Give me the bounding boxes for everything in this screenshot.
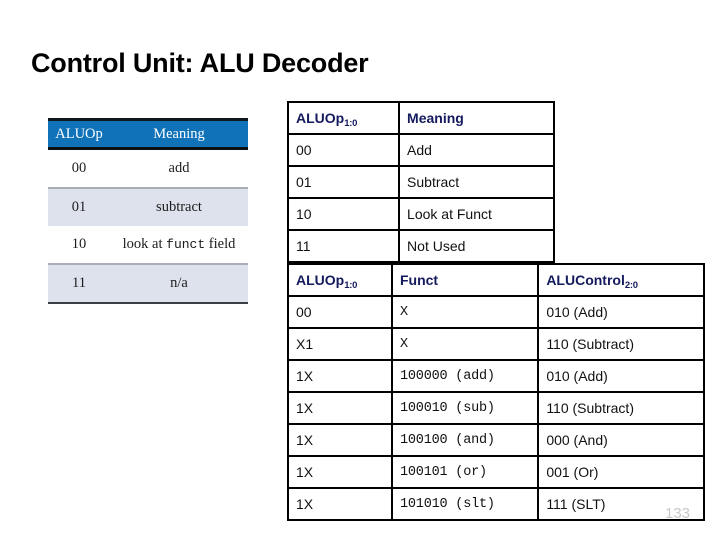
table-row: 00 Add (286, 133, 555, 167)
aluop-meaning-table-body: 00 Add 01 Subtract 10 Look at Funct 11 N… (286, 133, 555, 263)
aluop-meaning-table-head: ALUOp1:0 Meaning (286, 101, 555, 135)
cell-funct: X (390, 327, 540, 361)
figure-cell-meaning: n/a (110, 264, 248, 303)
figure-table-row: 10 look at funct field (48, 226, 248, 265)
header-aluop-subscript: 1:0 (344, 280, 358, 291)
cell-funct: 100010 (sub) (390, 391, 540, 425)
cell-aluop: 10 (286, 197, 401, 231)
cell-meaning: Look at Funct (398, 197, 555, 231)
cell-aluop: 1X (287, 487, 393, 521)
cell-funct: 100100 (and) (390, 423, 540, 457)
cell-alucontrol: 110 (Subtract) (537, 327, 705, 361)
figure-cell-aluop: 00 (48, 148, 110, 189)
header-aluop-label: ALUOp (296, 272, 345, 288)
page-number: 133 (665, 505, 691, 522)
header-meaning-label: Meaning (407, 110, 464, 126)
cell-aluop: 00 (286, 133, 401, 167)
header-funct: Funct (390, 263, 540, 297)
alucontrol-table-head: ALUOp1:0 Funct ALUControl2:0 (287, 263, 705, 297)
table-row: 1X 100010 (sub) 110 (Subtract) (287, 391, 705, 425)
table-row: 00 X 010 (Add) (287, 295, 705, 329)
figure-table-header-row: ALUOp Meaning (48, 119, 248, 150)
header-aluop-label: ALUOp (296, 110, 345, 126)
cell-meaning: Add (398, 133, 555, 167)
figure-header-meaning: Meaning (110, 119, 248, 150)
figure-cell-aluop: 01 (71, 199, 87, 215)
figure-meaning-text: add (168, 160, 190, 176)
cell-aluop: 1X (287, 391, 393, 425)
figure-meaning-text-mono: funct (166, 237, 206, 252)
table-row: 10 Look at Funct (286, 197, 555, 231)
cell-meaning: Subtract (398, 165, 555, 199)
cell-aluop: 00 (287, 295, 393, 329)
cell-alucontrol: 010 (Add) (537, 359, 705, 393)
cell-alucontrol: 001 (Or) (537, 455, 705, 489)
alucontrol-table-body: 00 X 010 (Add) X1 X 110 (Subtract) 1X 10… (287, 295, 705, 521)
figure-cell-aluop: 11 (72, 275, 86, 291)
aluop-meaning-header-row: ALUOp1:0 Meaning (286, 101, 555, 135)
figure-cell-aluop: 10 (48, 226, 110, 265)
cell-aluop: 1X (287, 359, 393, 393)
alucontrol-table: ALUOp1:0 Funct ALUControl2:0 00 X 010 (A… (287, 263, 705, 521)
header-aluop: ALUOp1:0 (286, 101, 401, 135)
figure-cell-meaning: add (110, 148, 248, 189)
figure-cell-meaning: look at funct field (110, 226, 248, 265)
table-row: 11 Not Used (286, 229, 555, 263)
figure-header-aluop: ALUOp (48, 119, 110, 150)
figure-table-head: ALUOp Meaning (48, 119, 248, 150)
header-alucontrol-subscript: 2:0 (624, 280, 638, 291)
cell-aluop: 1X (287, 423, 393, 457)
cell-aluop: 1X (287, 455, 393, 489)
cell-alucontrol: 110 (Subtract) (537, 391, 705, 425)
alucontrol-header-row: ALUOp1:0 Funct ALUControl2:0 (287, 263, 705, 297)
figure-table-body: 00 add 01 subtract 10 look at funct fiel… (48, 148, 248, 303)
table-row: 1X 100101 (or) 001 (Or) (287, 455, 705, 489)
figure-aluop-meaning-table: ALUOp Meaning 00 add 01 subtract 10 look… (48, 118, 248, 304)
figure-table-row: 01 subtract (48, 188, 248, 226)
cell-aluop: 11 (286, 229, 401, 263)
figure-cell-meaning: subtract (110, 188, 248, 226)
figure-table-row: 11 n/a (48, 264, 248, 303)
header-funct-label: Funct (399, 272, 439, 288)
cell-alucontrol: 010 (Add) (537, 295, 705, 329)
header-aluop-subscript: 1:0 (344, 118, 358, 129)
table-row: 1X 101010 (slt) 111 (SLT) (287, 487, 705, 521)
table-row: 1X 100100 (and) 000 (And) (287, 423, 705, 457)
cell-aluop: X1 (287, 327, 393, 361)
header-aluop: ALUOp1:0 (287, 263, 393, 297)
cell-meaning: Not Used (398, 229, 555, 263)
cell-funct: X (390, 295, 540, 329)
cell-funct: 100000 (add) (390, 359, 540, 393)
cell-funct: 100101 (or) (390, 455, 540, 489)
cell-alucontrol: 111 (SLT) (537, 487, 705, 521)
header-alucontrol-label: ALUControl (546, 272, 625, 288)
header-meaning: Meaning (398, 101, 555, 135)
cell-aluop: 01 (286, 165, 401, 199)
aluop-meaning-table: ALUOp1:0 Meaning 00 Add 01 Subtract 10 L… (286, 101, 555, 263)
figure-meaning-text: subtract (156, 199, 202, 215)
cell-funct: 101010 (slt) (390, 487, 540, 521)
table-row: 1X 100000 (add) 010 (Add) (287, 359, 705, 393)
page-title: Control Unit: ALU Decoder (31, 48, 369, 78)
figure-meaning-text: n/a (170, 275, 188, 291)
figure-table-row: 00 add (48, 148, 248, 189)
header-alucontrol: ALUControl2:0 (537, 263, 705, 297)
table-row: X1 X 110 (Subtract) (287, 327, 705, 361)
figure-meaning-text-pre: look at (122, 236, 167, 252)
figure-meaning-text-post: field (205, 236, 236, 252)
cell-alucontrol: 000 (And) (537, 423, 705, 457)
table-row: 01 Subtract (286, 165, 555, 199)
